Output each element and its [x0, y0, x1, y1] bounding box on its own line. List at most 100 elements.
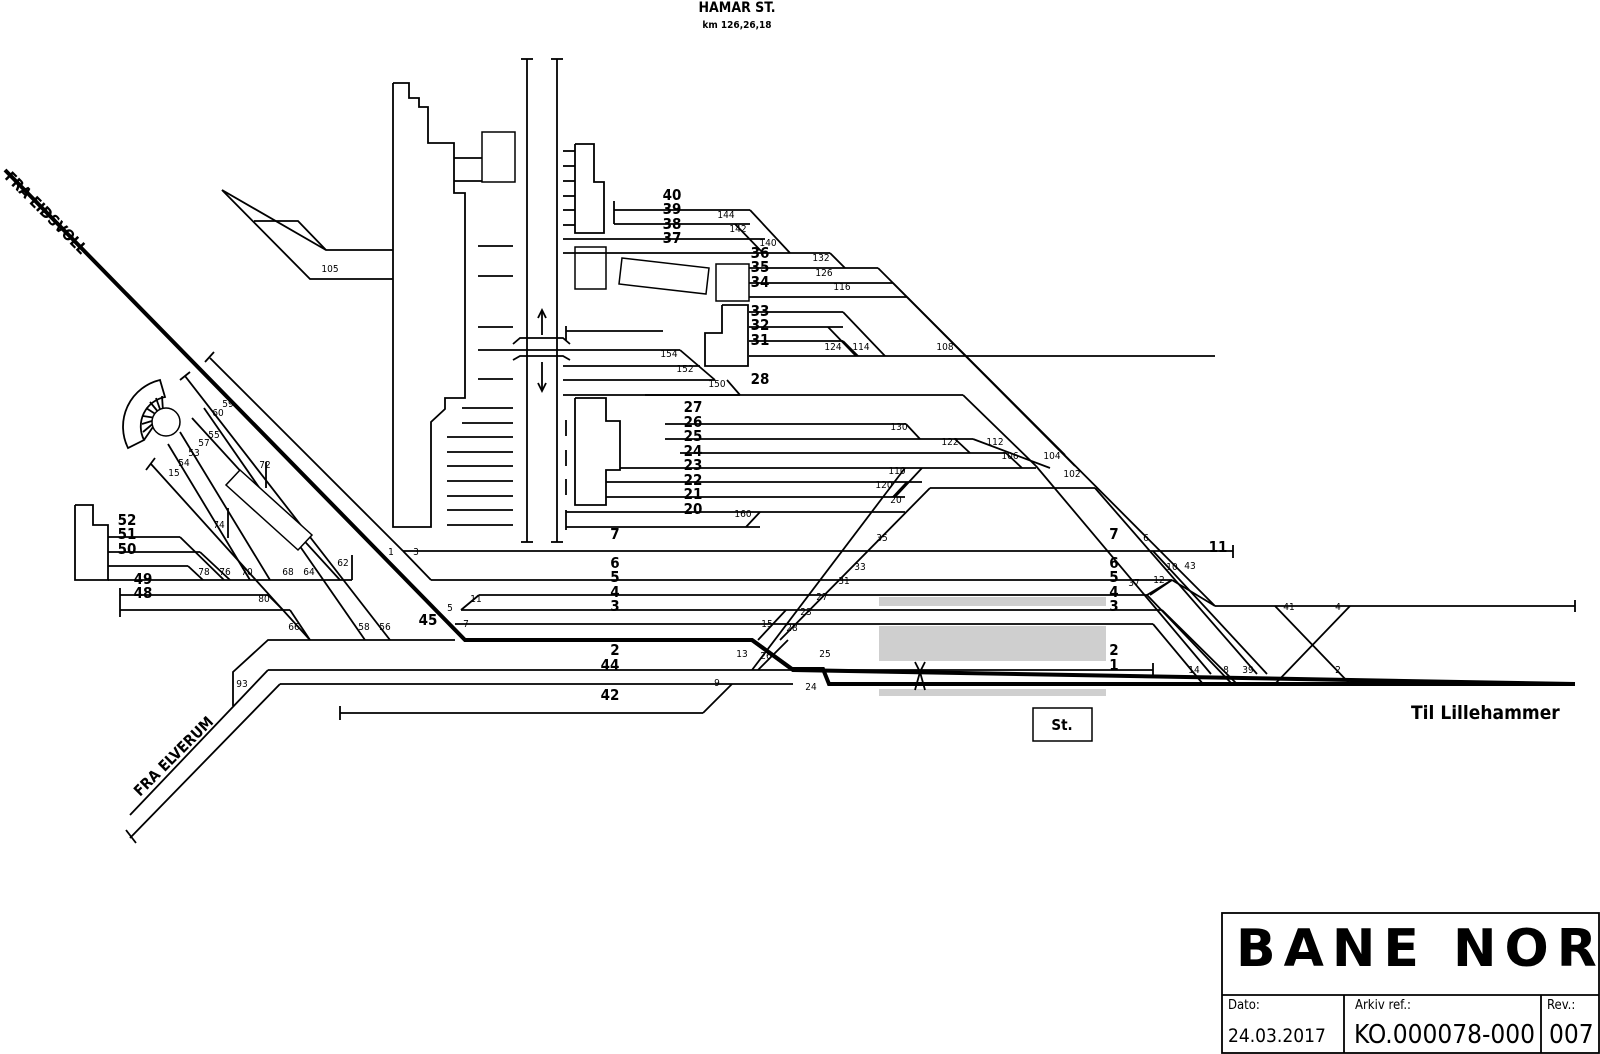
switch-number-1: 1 — [388, 547, 394, 558]
switch-number-93: 93 — [236, 679, 247, 690]
switch-number-104: 104 — [1043, 451, 1060, 462]
platform-upper — [879, 597, 1106, 606]
track-number-48: 48 — [134, 584, 153, 602]
tracks-31-36 — [749, 252, 1216, 607]
track-number-3: 3 — [610, 597, 619, 615]
switch-number-56: 56 — [379, 622, 391, 633]
track-number-2: 2 — [1109, 641, 1118, 659]
switch-number-24: 24 — [805, 682, 817, 693]
switch-number-124: 124 — [824, 342, 841, 353]
track-number-25: 25 — [684, 427, 703, 445]
track-number-45: 45 — [419, 611, 438, 629]
switch-number-64: 64 — [303, 567, 315, 578]
track-number-40: 40 — [663, 186, 682, 204]
track-number-24: 24 — [684, 442, 703, 460]
switch-number-154: 154 — [660, 349, 677, 360]
track-number-11: 11 — [1209, 538, 1228, 556]
roundhouse — [122, 378, 181, 450]
track-number-21: 21 — [684, 485, 703, 503]
switch-number-15: 15 — [761, 619, 772, 630]
switch-number-60: 60 — [212, 408, 224, 419]
switch-number-116: 116 — [833, 282, 850, 293]
switch-number-41: 41 — [1283, 602, 1294, 613]
switch-number-13: 13 — [736, 649, 747, 660]
archive-value: KO.000078-000 — [1354, 1020, 1535, 1050]
switch-number-130: 130 — [890, 422, 907, 433]
track-number-52: 52 — [118, 511, 137, 529]
switch-number-15: 15 — [168, 468, 179, 479]
track-number-4: 4 — [1109, 583, 1118, 601]
switch-number-76: 76 — [219, 567, 231, 578]
switch-number-8: 8 — [1223, 665, 1229, 676]
switch-number-122: 122 — [941, 437, 958, 448]
switch-number-9: 9 — [714, 678, 720, 689]
date-label: Dato: — [1228, 998, 1260, 1013]
switch-number-59: 59 — [222, 399, 234, 410]
switch-number-5: 5 — [447, 603, 453, 614]
switch-number-140: 140 — [759, 238, 776, 249]
switch-number-66: 66 — [288, 622, 300, 633]
tracks-37-40 — [563, 201, 830, 254]
switch-number-62: 62 — [337, 558, 348, 569]
track-number-6: 6 — [610, 554, 619, 572]
tracks-150-154 — [563, 349, 1037, 467]
switch-number-37: 37 — [1128, 578, 1139, 589]
switch-number-39: 39 — [1242, 665, 1254, 676]
switch-number-54: 54 — [178, 458, 190, 469]
station-building — [392, 82, 466, 528]
track-number-32: 32 — [751, 316, 770, 334]
station-title: HAMAR ST. — [699, 0, 776, 16]
switch-number-152: 152 — [676, 364, 693, 375]
track-number-5: 5 — [610, 568, 619, 586]
switch-number-144: 144 — [717, 210, 734, 221]
track-number-6: 6 — [1109, 554, 1118, 572]
switch-number-20: 20 — [890, 495, 902, 506]
logo-text: BANE NOR — [1236, 919, 1600, 979]
switch-number-4: 4 — [1335, 602, 1341, 613]
station-box — [1032, 707, 1093, 742]
switch-number-11: 11 — [470, 594, 481, 605]
rev-label: Rev.: — [1547, 998, 1575, 1013]
switch-number-74: 74 — [213, 520, 225, 531]
platform-lower — [879, 689, 1106, 696]
building-box-top — [481, 131, 516, 183]
track-number-34: 34 — [751, 273, 770, 291]
switch-number-55: 55 — [208, 430, 219, 441]
direction-from-elverum: FRA ELVERUM — [130, 713, 217, 800]
track-number-1: 1 — [1109, 656, 1118, 674]
switch-number-10: 10 — [1166, 562, 1178, 573]
switch-number-35: 35 — [876, 533, 887, 544]
switch-number-23: 23 — [800, 607, 811, 618]
switch-number-105: 105 — [321, 264, 338, 275]
direction-from-eidsvoll: FRA EIDSVOLL — [1, 168, 91, 258]
switch-number-27: 27 — [816, 592, 827, 603]
track-number-7: 7 — [610, 525, 619, 543]
switch-number-72: 72 — [259, 460, 270, 471]
switch-number-12: 12 — [1153, 575, 1164, 586]
track-number-27: 27 — [684, 398, 703, 416]
switch-number-114: 114 — [852, 342, 869, 353]
switch-number-150: 150 — [708, 379, 725, 390]
track-number-22: 22 — [684, 471, 703, 489]
track-number-50: 50 — [118, 540, 137, 558]
switch-number-68: 68 — [282, 567, 294, 578]
switch-number-102: 102 — [1063, 469, 1080, 480]
track-number-7: 7 — [1109, 525, 1118, 543]
track-number-51: 51 — [118, 525, 137, 543]
platform-middle — [879, 626, 1106, 661]
switch-number-108: 108 — [936, 342, 953, 353]
switch-number-25: 25 — [819, 649, 830, 660]
track-number-20: 20 — [684, 500, 703, 518]
switch-number-6: 6 — [1143, 533, 1149, 544]
southern-tracks — [125, 609, 1154, 844]
building-stub-tracks — [447, 245, 513, 526]
switch-number-14: 14 — [1188, 665, 1200, 676]
track-number-26: 26 — [684, 413, 703, 431]
track-number-3: 3 — [1109, 597, 1118, 615]
track-number-44: 44 — [601, 656, 620, 674]
track-number-5: 5 — [1109, 568, 1118, 586]
switch-number-28: 28 — [786, 623, 798, 634]
track-number-35: 35 — [751, 258, 770, 276]
